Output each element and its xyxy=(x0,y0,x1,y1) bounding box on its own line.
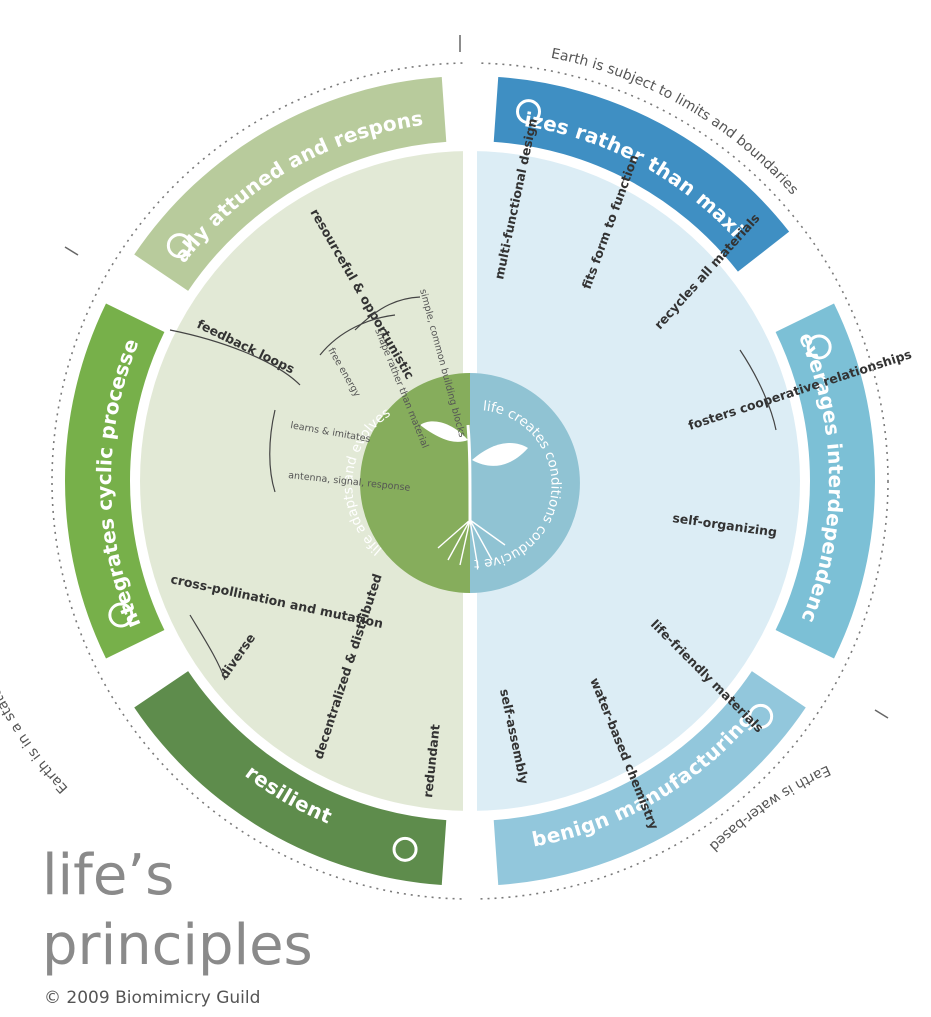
dots-ring-icon xyxy=(516,99,542,125)
principle-segments xyxy=(65,76,876,886)
outer-dotted-ring xyxy=(51,62,889,900)
ring-tick xyxy=(64,246,79,256)
hub-right xyxy=(470,373,580,593)
right-inner-half xyxy=(470,151,800,811)
title-line1: life’s xyxy=(42,843,175,908)
segment-cycle-arrow xyxy=(65,303,165,659)
cycle-arrow-icon xyxy=(108,602,134,628)
segment-flame xyxy=(134,76,447,291)
link-loops-icon xyxy=(806,334,832,360)
segment-drop xyxy=(493,671,806,886)
copyright: © 2009 Biomimicry Guild xyxy=(44,988,261,1008)
connector-arcs xyxy=(169,296,777,681)
flame-icon xyxy=(166,233,192,259)
title-line2: principles xyxy=(42,913,313,978)
outer-ring-text-left: Earth is in a state of dynamic non-equil… xyxy=(0,496,71,796)
ring-tick xyxy=(874,709,889,719)
segment-link-loops xyxy=(775,303,876,659)
segment-bubbles xyxy=(134,671,447,886)
bubbles-icon xyxy=(392,836,418,862)
seedling-icon xyxy=(420,421,528,569)
drop-icon xyxy=(748,703,774,729)
segment-dots-ring xyxy=(493,76,790,272)
